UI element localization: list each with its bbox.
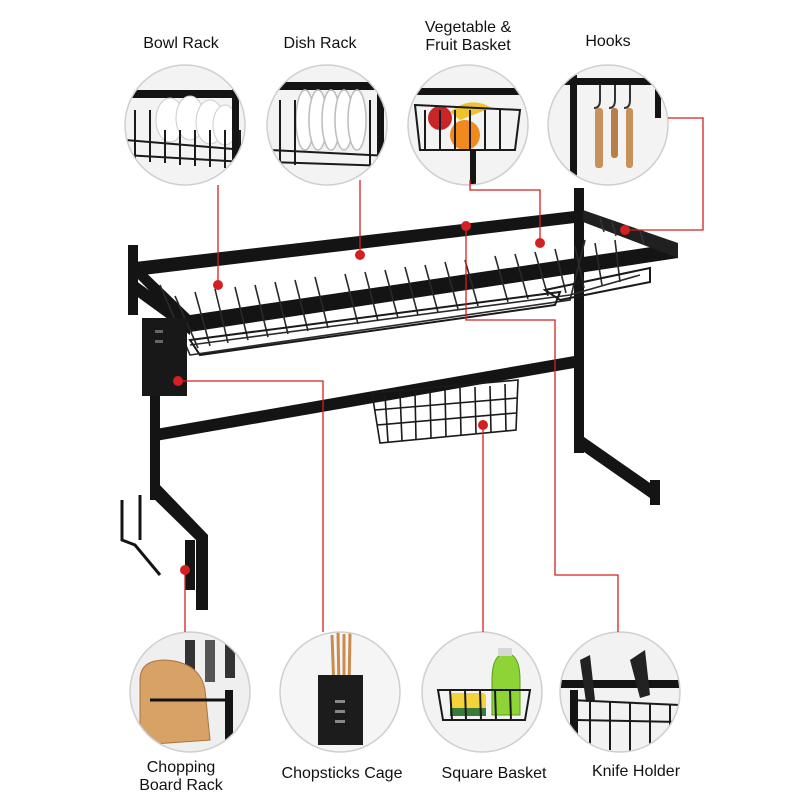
callout-lines (178, 117, 704, 632)
chopsticks-cage-circle (279, 631, 401, 753)
callout-dots (173, 221, 630, 575)
label-vegetable-line1: Vegetable & (424, 19, 512, 36)
chopping-board-detail (130, 632, 250, 752)
square-basket-circle (421, 631, 543, 753)
label-square-basket: Square Basket (441, 765, 547, 782)
vegetable-basket-circle (407, 64, 529, 186)
hooks-circle (547, 64, 669, 186)
label-chopsticks-cage: Chopsticks Cage (281, 765, 403, 782)
chopsticks-cage-detail (280, 632, 400, 752)
label-bowl-rack: Bowl Rack (143, 35, 219, 52)
label-hooks: Hooks (585, 33, 631, 50)
hooks-detail (548, 65, 668, 185)
chopping-board-circle (129, 631, 251, 753)
label-chopping-line2: Board Rack (139, 777, 223, 794)
knife-holder-circle (559, 631, 681, 753)
bowl-rack-circle (124, 64, 246, 186)
label-dish-rack: Dish Rack (283, 35, 357, 52)
bowl-rack-detail (125, 65, 245, 185)
main-rack (120, 188, 678, 610)
label-vegetable-fruit-basket: Vegetable & Fruit Basket (425, 19, 511, 55)
label-knife-holder: Knife Holder (591, 763, 681, 780)
dish-rack-circle (266, 64, 388, 186)
label-vegetable-line2: Fruit Basket (425, 37, 511, 54)
square-basket-detail (422, 632, 542, 752)
vegetable-basket-detail (408, 65, 528, 185)
knife-holder-detail (560, 632, 680, 752)
dish-rack-detail (267, 65, 387, 185)
label-chopping-line1: Chopping (146, 759, 216, 776)
label-chopping-board-rack: Chopping Board Rack (139, 759, 223, 795)
